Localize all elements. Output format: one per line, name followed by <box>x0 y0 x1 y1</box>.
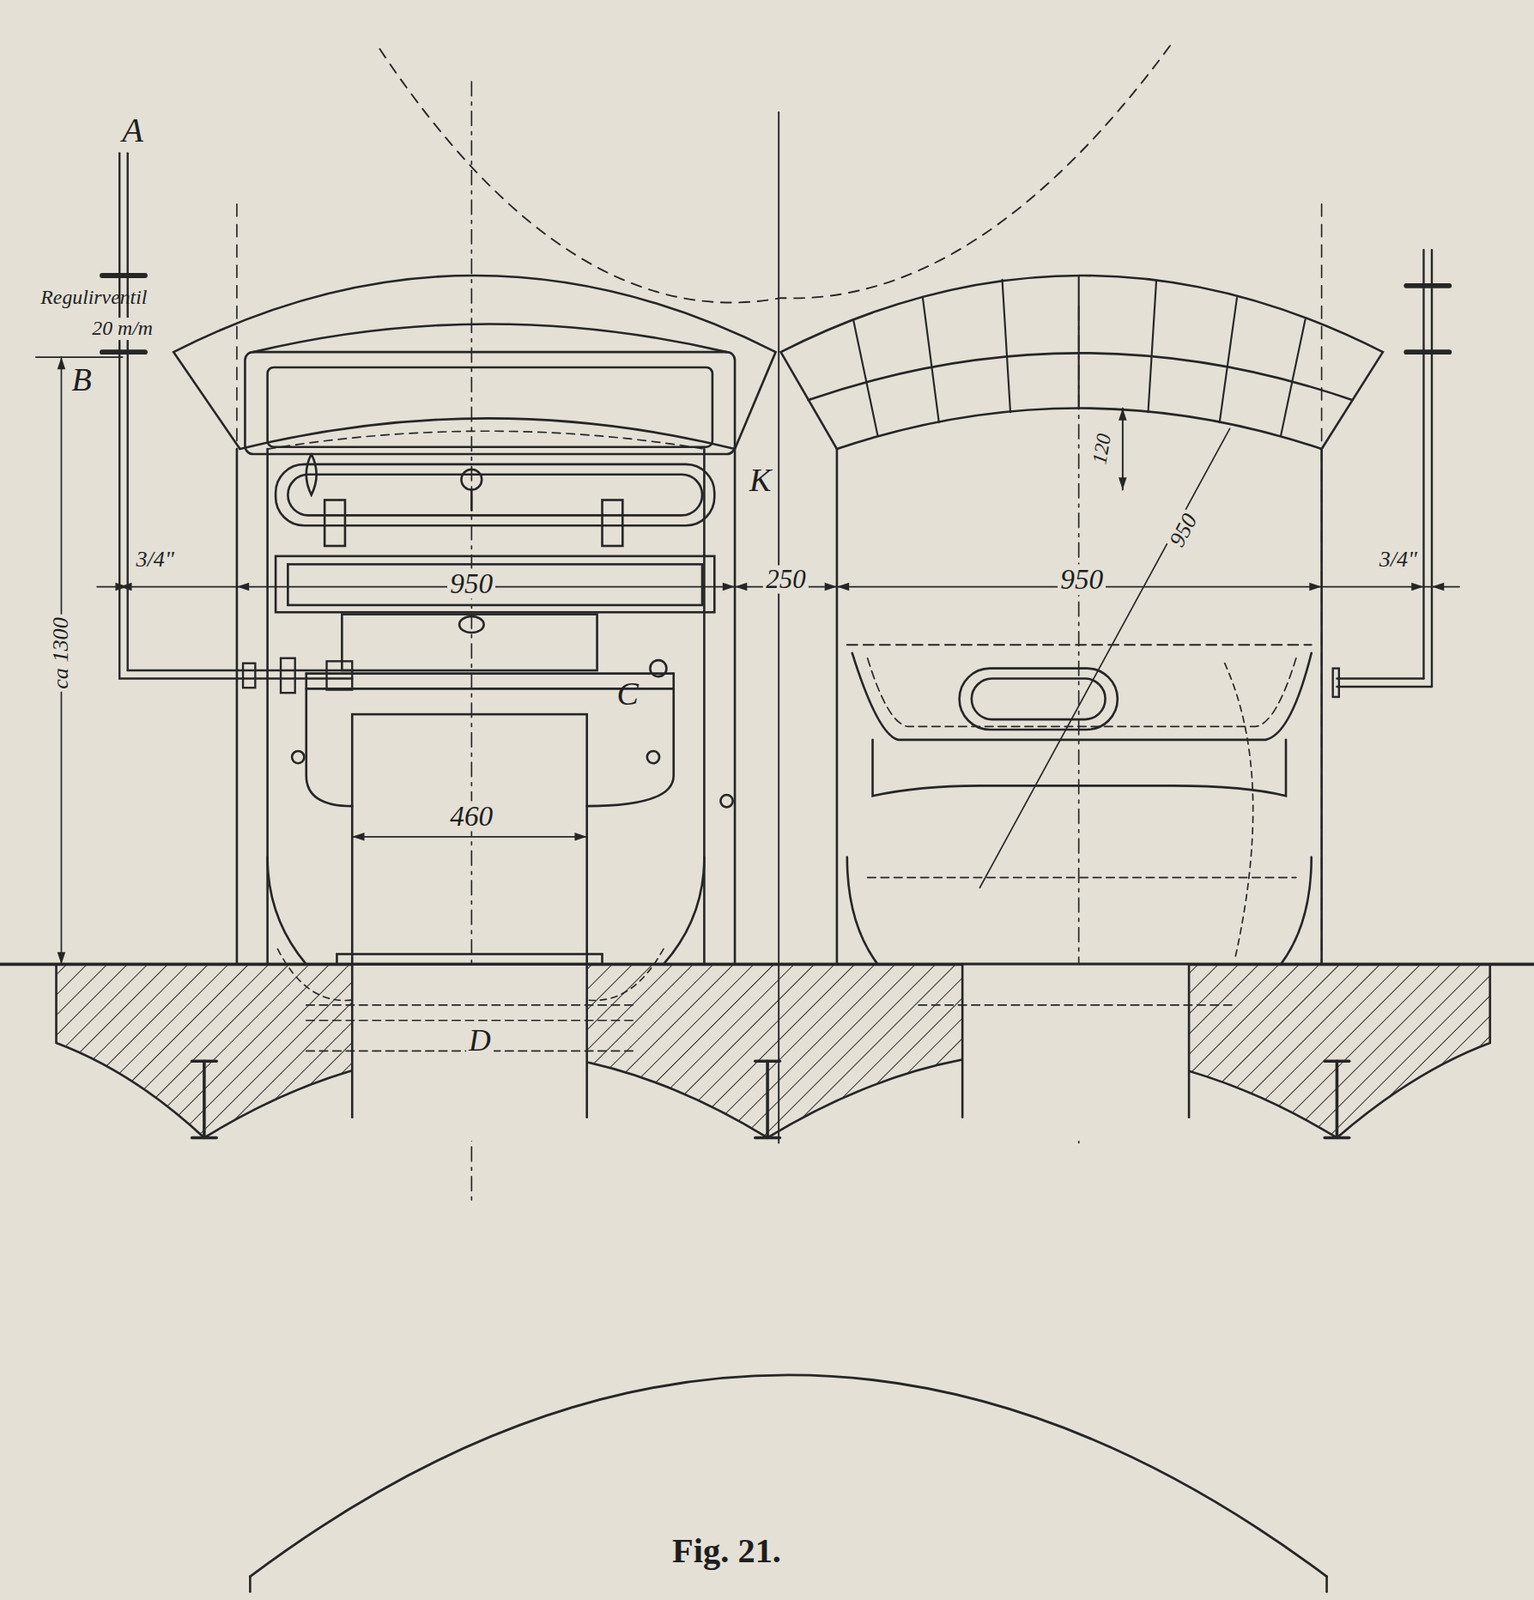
drawing-label: 3/4" <box>133 546 177 571</box>
drawing-label: 950 <box>447 568 496 599</box>
drawing-label: C <box>614 676 642 711</box>
drawing-label: 3/4" <box>1376 546 1420 571</box>
drawing-label: Regulirventil <box>37 286 150 310</box>
drawing-label: ca 1300 <box>48 614 73 692</box>
drawing-label: 20 m/m <box>89 317 156 340</box>
drawing-label: 120 <box>1088 429 1117 469</box>
drawing-label: 460 <box>447 801 496 832</box>
drawing-label: K <box>746 462 774 498</box>
drawing-label: 950 <box>1164 508 1204 554</box>
drawing-label: 950 <box>1057 564 1106 595</box>
drawing-label: D <box>466 1024 494 1058</box>
drawing-label: B <box>68 362 94 397</box>
drawing-label: 250 <box>763 565 808 595</box>
drawing-label: A <box>119 112 146 149</box>
figure-caption: Fig. 21. <box>672 1534 782 1569</box>
